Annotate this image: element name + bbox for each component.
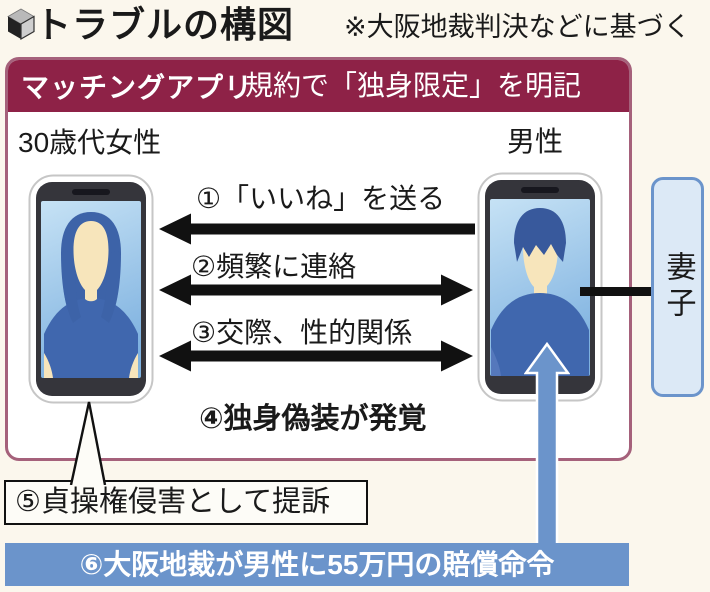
- panel-header: マッチングアプリ 規約で「独身限定」を明記: [8, 60, 629, 112]
- man-silhouette: [490, 199, 590, 376]
- woman-silhouette: [41, 201, 141, 378]
- cube-bullet-icon: [7, 8, 35, 40]
- man-phone-icon: [477, 172, 603, 402]
- verdict-arrow-up-icon: [524, 342, 570, 556]
- step3-label: ③交際、性的関係: [191, 317, 413, 348]
- callout-pointer: [69, 401, 107, 485]
- wife-box: 妻子: [651, 177, 704, 397]
- app-name-label: マッチングアプリ: [21, 72, 254, 103]
- woman-phone-icon: [28, 174, 154, 404]
- page-title: トラブルの構図: [35, 4, 295, 45]
- rule-note-label: 規約で「独身限定」を明記: [245, 70, 582, 101]
- man-label: 男性: [507, 126, 564, 157]
- woman-label: 30歳代女性: [18, 127, 162, 158]
- verdict-bar: ⑥大阪地裁が男性に55万円の賠償命令: [5, 543, 629, 586]
- step4-label: ④独身偽装が発覚: [199, 403, 427, 435]
- wife-connector-line: [580, 287, 654, 296]
- wife-box-label: 妻子: [661, 251, 695, 323]
- arrow-step2-both-icon: [159, 274, 473, 306]
- step1-label: ①「いいね」を送る: [196, 183, 446, 214]
- lawsuit-box: ⑤貞操権侵害として提訴: [4, 480, 368, 525]
- step2-label: ②頻繁に連絡: [191, 251, 357, 282]
- arrow-step3-both-icon: [159, 340, 473, 372]
- source-note: ※大阪地裁判決などに基づく: [344, 12, 691, 42]
- arrow-step1-left-icon: [159, 213, 475, 245]
